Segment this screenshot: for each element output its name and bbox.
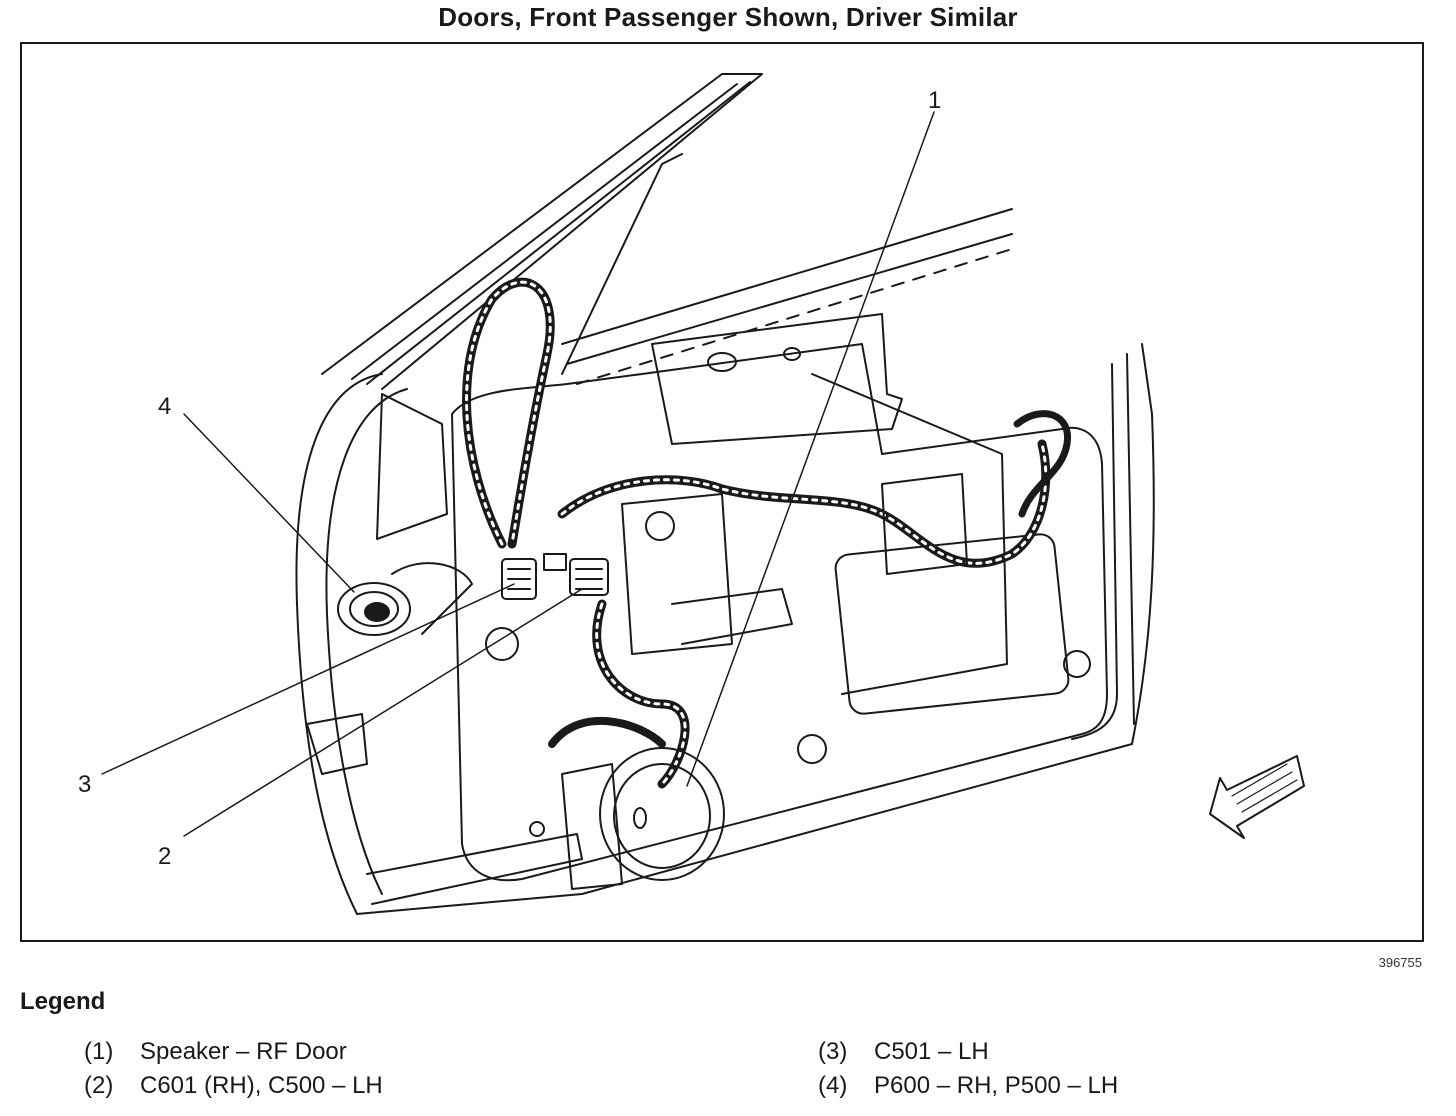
- speaker-outer: [599, 747, 725, 881]
- legend-item-4-num: (4): [818, 1072, 848, 1099]
- legend-item-3-num: (3): [818, 1038, 848, 1065]
- actuator-rod: [671, 588, 793, 645]
- callout-1: 1: [928, 87, 941, 114]
- door-illustration: 1 2 3 4: [78, 73, 1305, 915]
- door-rear-edge-2: [1126, 353, 1135, 725]
- legend-item-4: (4) P600 – RH, P500 – LH: [818, 1072, 1118, 1100]
- door-bottom-sill: [366, 833, 583, 905]
- callout-4: 4: [158, 393, 171, 420]
- window-frame-outer: [321, 73, 763, 390]
- legend-heading: Legend: [20, 988, 106, 1015]
- rear-harness-loop: [1013, 410, 1071, 518]
- inner-access-cutout: [834, 533, 1070, 715]
- wiring-harness-lower: [592, 599, 690, 789]
- lock-actuator: [621, 493, 733, 655]
- door-outer-shell: [295, 343, 1155, 915]
- wiring-harness-main-wrap: [560, 442, 1048, 565]
- drain-hole-4: [529, 821, 545, 837]
- hinge-block: [376, 393, 448, 540]
- legend-item-3-text: C501 – LH: [874, 1038, 989, 1065]
- leader-line-1: [686, 111, 935, 787]
- wiring-harness-upper: [462, 277, 555, 549]
- leader-line-2: [183, 588, 583, 837]
- door-grommet-mid: [349, 591, 399, 627]
- connector-c601: [569, 558, 609, 596]
- wiring-harness-speaker: [548, 716, 666, 748]
- upper-bracket: [651, 313, 903, 445]
- drain-hole-3: [485, 627, 519, 661]
- connector-c501: [501, 558, 537, 600]
- door-grommet-outer: [337, 582, 411, 636]
- callout-2: 2: [158, 843, 171, 870]
- legend-item-4-text: P600 – RH, P500 – LH: [874, 1072, 1119, 1099]
- connector-c501-detail: [507, 568, 531, 590]
- regulator-motor: [881, 473, 968, 575]
- legend-item-1-num: (1): [84, 1038, 114, 1065]
- wiring-harness-upper-wrap: [465, 280, 552, 546]
- door-grommet-inner: [364, 602, 390, 622]
- window-frame-inner: [351, 83, 738, 380]
- door-glass-edge: [561, 153, 683, 375]
- bracket-hole-1: [707, 352, 737, 372]
- legend-item-2-text: C601 (RH), C500 – LH: [140, 1072, 383, 1099]
- callout-3: 3: [78, 771, 91, 798]
- figure-id: 396755: [1378, 955, 1422, 970]
- belt-line-lower: [566, 233, 1013, 365]
- forward-arrow-hatch: [1231, 763, 1298, 813]
- legend-item-2-num: (2): [84, 1072, 114, 1099]
- forward-arrow-icon: [1209, 755, 1305, 839]
- inner-panel-outline: [451, 343, 1108, 882]
- drain-hole-1: [797, 734, 827, 764]
- window-frame-inner-2: [366, 81, 751, 385]
- legend-item-1: (1) Speaker – RF Door: [84, 1038, 347, 1066]
- grommet-boot: [391, 562, 473, 635]
- speaker-bracket: [561, 763, 623, 890]
- belt-line-top: [561, 208, 1013, 345]
- wiring-harness-lower-wrap: [595, 602, 687, 786]
- leader-line-3: [101, 583, 515, 775]
- connector-c601-detail: [575, 568, 603, 590]
- bracket-hole-2: [783, 347, 801, 361]
- door-rear-edge: [1071, 363, 1118, 740]
- actuator-motor: [645, 511, 675, 541]
- legend-item-1-text: Speaker – RF Door: [140, 1038, 347, 1065]
- diagram-title: Doors, Front Passenger Shown, Driver Sim…: [438, 2, 1018, 32]
- speaker-cone: [613, 763, 711, 869]
- drain-hole-2: [1063, 650, 1091, 678]
- legend-item-3: (3) C501 – LH: [818, 1038, 989, 1066]
- diagram-frame: 1 2 3 4: [20, 42, 1424, 942]
- door-shell-inner: [325, 388, 408, 895]
- belt-line-strip: [576, 248, 1013, 385]
- legend-item-2: (2) C601 (RH), C500 – LH: [84, 1072, 383, 1100]
- speaker-center: [633, 807, 647, 829]
- lower-hinge-block: [306, 713, 368, 775]
- leader-line-4: [183, 413, 355, 593]
- connector-small: [543, 553, 567, 571]
